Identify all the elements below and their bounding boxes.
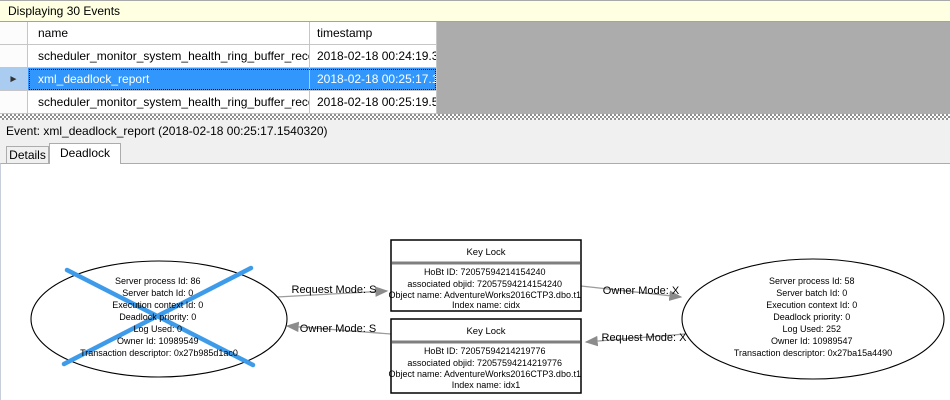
resource-node-keylock-top[interactable]: Key Lock HoBt ID: 72057594214154240 asso…	[389, 239, 584, 312]
column-header-name[interactable]: name	[28, 22, 310, 45]
edge-owner-mode-x	[580, 285, 683, 301]
deadlock-graph-panel: Server process Id: 86 Server batch Id: 0…	[0, 163, 950, 400]
victim-x-icon	[61, 265, 256, 368]
events-count-label: Displaying 30 Events	[8, 4, 121, 18]
process-node-text: Server process Id: 86 Server batch Id: 0…	[80, 276, 238, 358]
event-name-cell: scheduler_monitor_system_health_ring_buf…	[28, 91, 310, 114]
resource-title: Key Lock	[466, 247, 505, 258]
table-row[interactable]: scheduler_monitor_system_health_ring_buf…	[0, 91, 437, 114]
event-timestamp-cell: 2018-02-18 00:25:19.5276859	[310, 91, 437, 114]
selected-event-bar: Event: xml_deadlock_report (2018-02-18 0…	[0, 120, 950, 143]
row-selector-cell[interactable]	[0, 45, 28, 68]
events-count-bar: Displaying 30 Events	[0, 0, 950, 22]
events-grid-zone: name timestamp scheduler_monitor_system_…	[0, 22, 950, 114]
process-node-victim[interactable]: Server process Id: 86 Server batch Id: 0…	[30, 260, 288, 378]
edge-label-owner-s: Owner Mode: S	[300, 323, 376, 335]
process-node-text: Server process Id: 58 Server batch Id: 0…	[734, 276, 892, 358]
process-node-owner[interactable]: Server process Id: 58 Server batch Id: 0…	[681, 258, 945, 380]
resource-title: Key Lock	[466, 326, 505, 337]
edge-label-request-x: Request Mode: X	[602, 332, 688, 344]
table-row[interactable]: scheduler_monitor_system_health_ring_buf…	[0, 45, 437, 68]
selected-event-label: Event: xml_deadlock_report (2018-02-18 0…	[6, 124, 328, 138]
header-selector-cell	[0, 22, 28, 45]
row-selector-cell[interactable]	[0, 91, 28, 114]
horizontal-splitter[interactable]	[0, 114, 950, 120]
column-header-timestamp[interactable]: timestamp	[310, 22, 437, 45]
event-timestamp-cell: 2018-02-18 00:25:17.1540320	[310, 68, 437, 91]
resource-node-keylock-bottom[interactable]: Key Lock HoBt ID: 72057594214219776 asso…	[389, 318, 584, 394]
edge-label-request-s: Request Mode: S	[292, 284, 377, 296]
row-selector-cell[interactable]: ►	[0, 68, 28, 91]
resource-node-text: HoBt ID: 72057594214154240 associated ob…	[389, 267, 584, 310]
edge-owner-mode-s	[285, 321, 392, 335]
event-name-cell: scheduler_monitor_system_health_ring_buf…	[28, 45, 310, 68]
table-row-selected[interactable]: ► xml_deadlock_report 2018-02-18 00:25:1…	[0, 68, 437, 91]
edge-request-mode-x	[584, 333, 686, 347]
events-grid: name timestamp scheduler_monitor_system_…	[0, 22, 437, 114]
detail-tabstrip: Details Deadlock	[0, 143, 950, 164]
current-row-marker-icon: ►	[8, 73, 19, 85]
tab-deadlock[interactable]: Deadlock	[49, 143, 121, 164]
tab-details[interactable]: Details	[6, 146, 49, 163]
event-timestamp-cell: 2018-02-18 00:24:19.3516078	[310, 45, 437, 68]
grid-header-row: name timestamp	[0, 22, 437, 45]
deadlock-graph: Server process Id: 86 Server batch Id: 0…	[30, 239, 945, 394]
event-name-cell: xml_deadlock_report	[28, 68, 310, 91]
edge-request-mode-s	[276, 286, 389, 298]
resource-node-text: HoBt ID: 72057594214219776 associated ob…	[389, 346, 584, 390]
edge-label-owner-x: Owner Mode: X	[603, 285, 680, 297]
